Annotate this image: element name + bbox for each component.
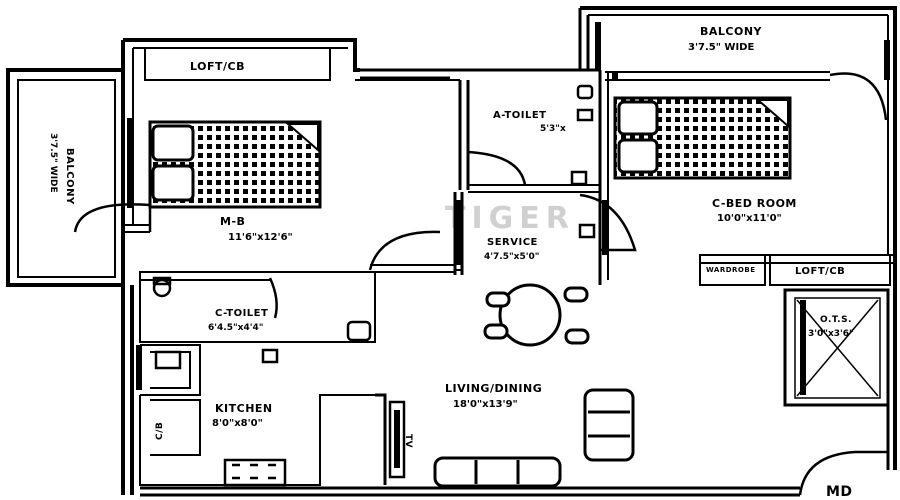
tv-label: TV: [403, 434, 413, 448]
a-toilet-name: A-TOILET: [493, 110, 547, 121]
service-wall-fill: [455, 200, 461, 265]
balcony-top-size: 3'7.5" WIDE: [688, 42, 754, 53]
a-toilet-size: 5'3"x: [540, 124, 566, 134]
dining-table: [483, 283, 590, 347]
bed-wall-fill: [602, 200, 608, 255]
balcony-top-name: BALCONY: [700, 25, 763, 38]
balcony-left-name: BALCONY: [64, 148, 75, 205]
c-bed-name: C-BED ROOM: [712, 197, 797, 210]
balcony-left-size: 3'7.5" WIDE: [48, 133, 58, 193]
door-swings: [73, 72, 888, 496]
service-size: 4'7.5"x5'0": [484, 252, 539, 262]
kitchen-name: KITCHEN: [215, 402, 273, 415]
sofa-bottom: [433, 456, 562, 488]
c-bed-size: 10'0"x11'0": [717, 213, 782, 224]
watermark: TIGER: [445, 201, 575, 236]
loft-left-name: LOFT/CB: [190, 60, 245, 73]
master-bed: [127, 118, 322, 209]
sofa-right: [583, 388, 635, 462]
service-name: SERVICE: [487, 237, 538, 248]
master-bed-name: M-B: [220, 215, 245, 228]
loft-right-name: LOFT/CB: [795, 266, 845, 277]
kitchen-size: 8'0"x8'0": [212, 418, 263, 429]
living-name: LIVING/DINING: [445, 382, 542, 395]
ots-name: O.T.S.: [820, 315, 852, 325]
room-labels: BALCONY 3'7.5" WIDE LOFT/CB A-TOILET 5'3…: [48, 25, 854, 500]
ots-wall-fill: [800, 300, 806, 395]
tv-unit: TV: [388, 400, 413, 479]
ots-size: 3'0"x3'6": [808, 329, 854, 339]
walls: [6, 6, 897, 497]
living-size: 18'0"x13'9": [453, 399, 518, 410]
master-bed-size: 11'6"x12'6": [228, 232, 293, 243]
c-toilet-name: C-TOILET: [215, 308, 268, 319]
kitchen-window: [136, 345, 142, 390]
toilet-fixtures: [152, 84, 596, 487]
cb-label: C/B: [155, 422, 165, 440]
c-bed: [613, 96, 792, 180]
md-label: MD: [826, 484, 853, 500]
c-toilet-size: 6'4.5"x4'4": [208, 323, 263, 333]
wardrobe-label: WARDROBE: [706, 266, 755, 274]
